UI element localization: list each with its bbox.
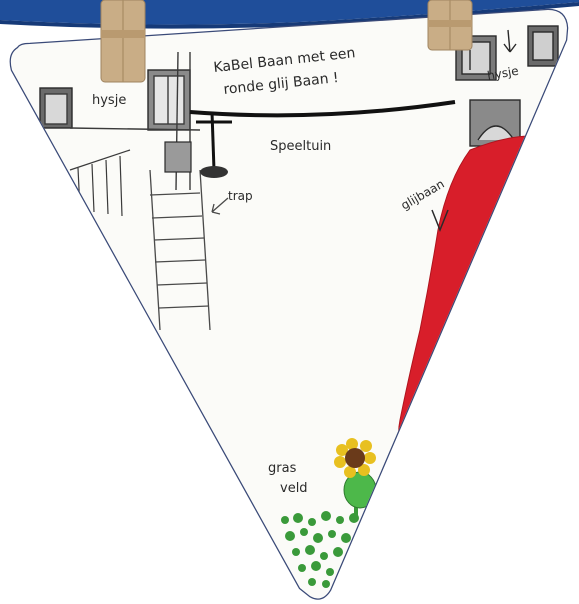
label-house-right: hysje: [486, 64, 520, 83]
clothespin-right: [427, 0, 473, 51]
label-house-left: hysje: [92, 93, 126, 108]
label-grass-line1: gras: [268, 461, 297, 476]
fence-left: [69, 141, 192, 217]
clothespin-left: [100, 0, 146, 83]
label-stairs: trap: [228, 189, 253, 203]
label-playground: Speeltuin: [270, 139, 331, 154]
cable-line: [189, 100, 456, 178]
sunflower: [334, 438, 377, 515]
stairs: [149, 169, 229, 331]
label-grass-line2: veld: [280, 481, 308, 496]
house-left: [39, 51, 201, 191]
